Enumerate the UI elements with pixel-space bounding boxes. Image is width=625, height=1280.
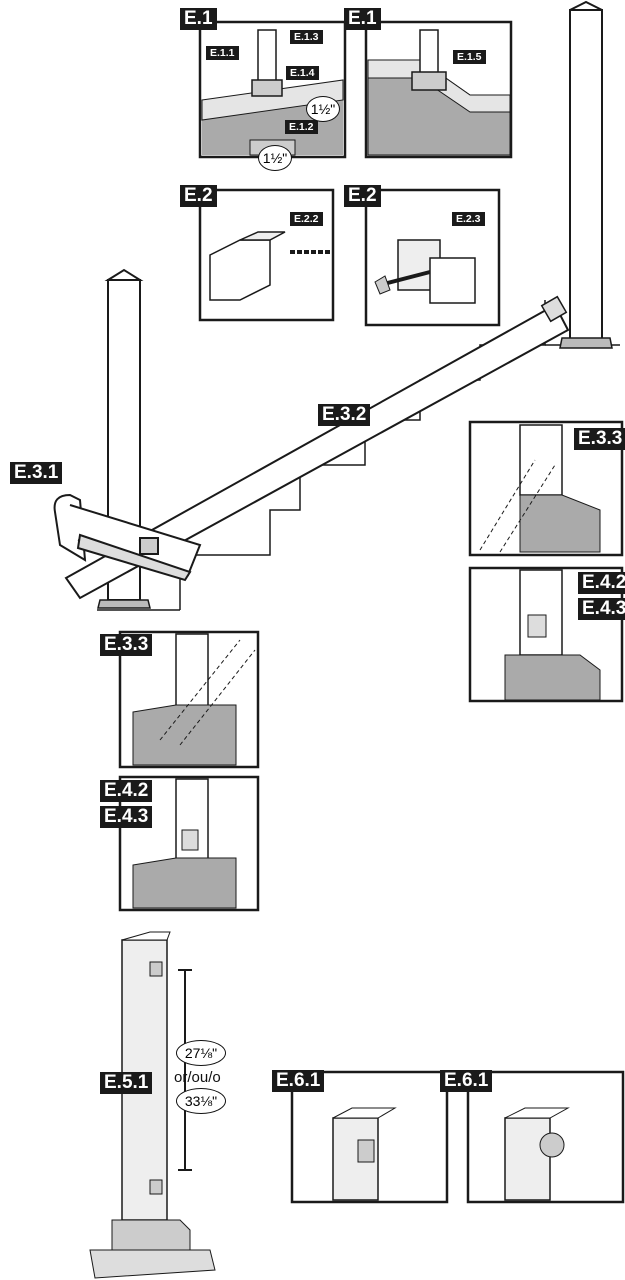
- label-e5-1: E.5.1: [100, 1072, 153, 1094]
- label-e2-b: E.2: [344, 185, 381, 207]
- label-e1-1: E.1.1: [206, 46, 239, 61]
- e6-1-detail-b: [466, 1070, 625, 1204]
- label-e6-1-b: E.6.1: [440, 1070, 493, 1092]
- e2-detail-a: [198, 188, 335, 322]
- right-post: [559, 0, 613, 349]
- e4-detail-left: [118, 775, 260, 912]
- e6-1-detail-a: [290, 1070, 449, 1204]
- label-e2-2: E.2.2: [290, 212, 323, 227]
- spacing-or: or/ou/o: [174, 1069, 221, 1086]
- label-e3-1: E.3.1: [10, 462, 63, 484]
- label-e1-2: E.1.2: [285, 120, 318, 135]
- label-e3-2: E.3.2: [318, 404, 371, 426]
- label-e3-3-left: E.3.3: [100, 634, 153, 656]
- label-e2-3: E.2.3: [452, 212, 485, 227]
- label-e6-1-a: E.6.1: [272, 1070, 325, 1092]
- label-e4-3-right: E.4.3: [578, 598, 625, 620]
- e1-detail-b: [364, 20, 513, 159]
- spacing-measure-1: 27⅛": [176, 1040, 226, 1066]
- gap-bottom-measure: 1½": [258, 145, 292, 171]
- label-e1-3: E.1.3: [290, 30, 323, 45]
- label-e4-2-left: E.4.2: [100, 780, 153, 802]
- gap-top-measure: 1½": [306, 96, 340, 122]
- e5-post: [89, 931, 216, 1279]
- e1-detail-a: [198, 20, 347, 159]
- spacing-measure-2: 33⅛": [176, 1088, 226, 1114]
- hacksaw: [53, 493, 202, 582]
- label-e1-a: E.1: [180, 8, 217, 30]
- label-e1-b: E.1: [344, 8, 381, 30]
- handrail: [64, 295, 570, 600]
- label-e1-4: E.1.4: [286, 66, 319, 81]
- e3-3-detail-left: [118, 630, 260, 769]
- label-e1-5: E.1.5: [453, 50, 486, 65]
- label-e4-3-left: E.4.3: [100, 806, 153, 828]
- label-e2-a: E.2: [180, 185, 217, 207]
- e2-detail-b: [364, 188, 501, 327]
- label-e4-2-right: E.4.2: [578, 572, 625, 594]
- label-e3-3-right: E.3.3: [574, 428, 625, 450]
